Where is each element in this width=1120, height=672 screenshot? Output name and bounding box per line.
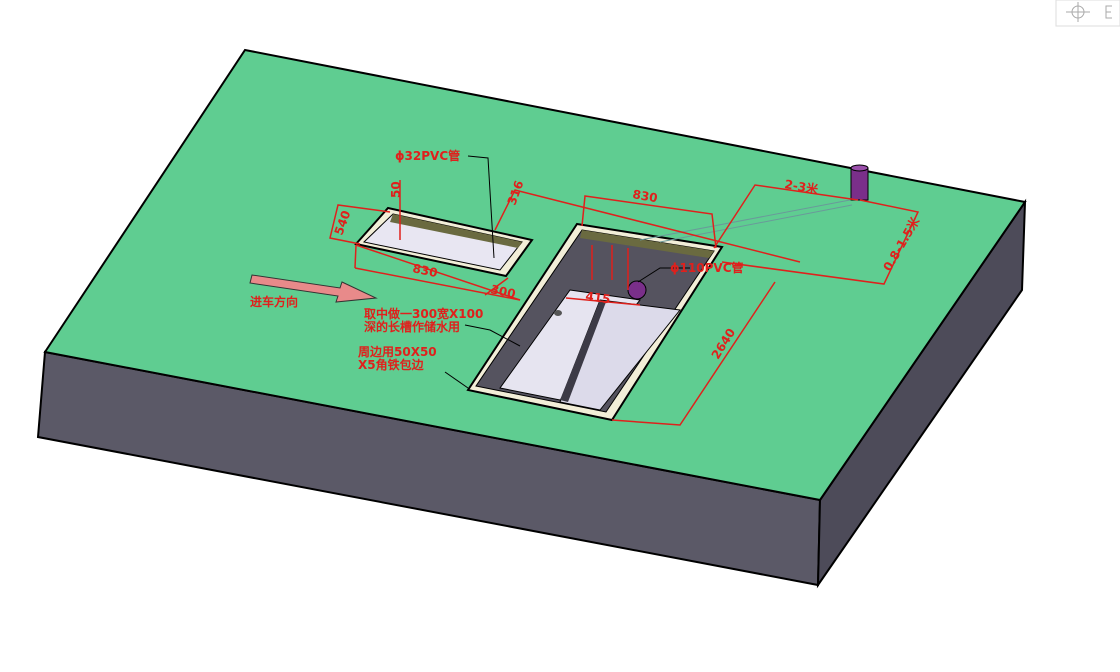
pit bbox=[466, 222, 724, 422]
label-direction: 进车方向 bbox=[250, 294, 298, 309]
label-dim-830-small: 830 bbox=[411, 261, 438, 280]
compass-view-icon[interactable] bbox=[1055, 0, 1120, 27]
label-dim-415: 415 bbox=[585, 289, 612, 306]
label-dim-50: 50 bbox=[389, 181, 403, 198]
label-pipe-large: ϕ110PVC管 bbox=[670, 260, 744, 275]
pipe-outlet bbox=[627, 280, 647, 300]
direction-arrow-icon bbox=[249, 274, 378, 303]
view-icon[interactable] bbox=[1105, 5, 1112, 19]
note-edge-line1: 周边用50X50 bbox=[358, 344, 437, 359]
note-groove-line2: 深的长槽作储水用 bbox=[364, 319, 460, 334]
label-dim-2-3m: 2-3米 bbox=[783, 176, 820, 197]
note-edge-line2: X5角铁包边 bbox=[358, 357, 425, 372]
dimension-lines bbox=[329, 180, 920, 426]
label-dim-300: 300 bbox=[489, 282, 516, 301]
leader-lines bbox=[444, 155, 690, 389]
note-groove-line1: 取中做一300宽X100 bbox=[364, 306, 483, 321]
vertical-pipe bbox=[639, 164, 869, 243]
label-dim-830-pit: 830 bbox=[631, 187, 658, 205]
label-pipe-small: ϕ32PVC管 bbox=[395, 148, 460, 163]
slab-top-face bbox=[43, 48, 1027, 502]
